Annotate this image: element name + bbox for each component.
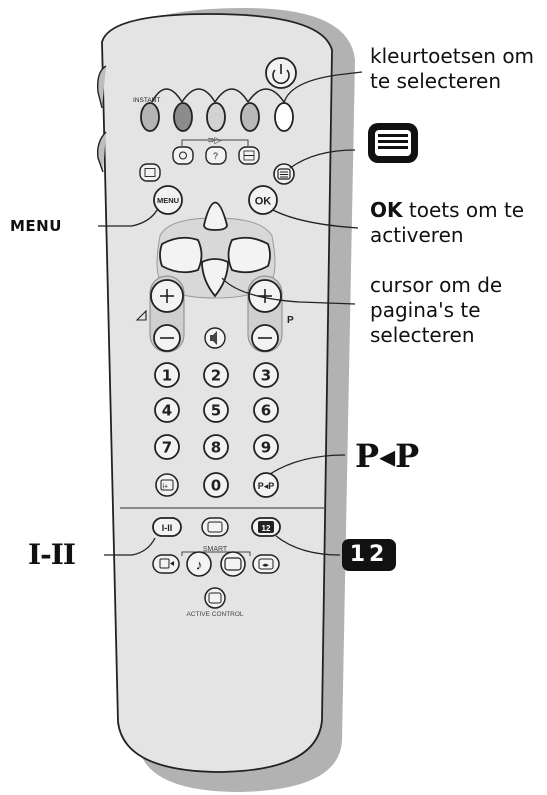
teletext-bracket: [181, 139, 249, 146]
number-key-6[interactable]: 6: [253, 397, 279, 423]
reveal-button[interactable]: ?: [205, 146, 227, 165]
teletext-icon: ⊃▷: [207, 135, 222, 145]
volume-down-button[interactable]: [153, 324, 181, 352]
mute-button[interactable]: [204, 327, 226, 349]
smart-bracket: [181, 551, 251, 556]
cursor-callout: cursor om de pagina's te selecteren: [370, 273, 503, 347]
pip-callout-line: [269, 454, 346, 475]
number-key-7[interactable]: 7: [154, 434, 180, 460]
menu-callout-line: [98, 209, 158, 227]
pip-callout: P◂P: [355, 437, 420, 475]
svg-text:i+: i+: [163, 484, 169, 491]
split-screen-button-label: 12: [262, 524, 271, 533]
number-key-label: 6: [261, 402, 271, 420]
pip-button-label: P◂P: [258, 481, 275, 491]
dual-callout: I-II: [28, 538, 76, 571]
power-icon: [272, 69, 290, 85]
active-control-button[interactable]: [204, 587, 226, 609]
menu-button-label: MENU: [157, 196, 179, 205]
number-key-label: 2: [211, 367, 221, 385]
number-key-9[interactable]: 9: [253, 434, 279, 460]
dual-button-label: I-II: [162, 523, 173, 533]
teletext-button[interactable]: [273, 163, 295, 185]
av-button[interactable]: [152, 554, 180, 574]
smart-label: SMART: [203, 546, 228, 553]
number-key-label: 3: [261, 367, 271, 385]
color-key-blue[interactable]: [240, 102, 260, 132]
info-button[interactable]: i+: [155, 473, 179, 497]
smart-picture-button[interactable]: [220, 551, 246, 577]
number-keys: 1 2 3 4 5 6 7 8 9 0: [154, 362, 279, 498]
color-keys-callout: kleurtoetsen om te selecteren: [370, 44, 535, 93]
cursor-right-button[interactable]: [227, 236, 271, 274]
side-grip-upper: [96, 65, 107, 109]
color-key-white[interactable]: [274, 102, 294, 132]
zoom-button[interactable]: ◂▸: [252, 554, 280, 574]
ok-key-callout: OK toets om te activeren: [370, 198, 545, 248]
split-screen-callout: 12: [342, 539, 396, 571]
active-control-label: ACTIVE CONTROL: [186, 611, 243, 618]
number-key-label: 8: [211, 439, 221, 457]
music-note-icon: ♪: [196, 557, 203, 573]
number-key-1[interactable]: 1: [154, 362, 180, 388]
svg-text:◂▸: ◂▸: [262, 562, 270, 569]
program-label: P: [287, 315, 294, 326]
menu-callout: MENU: [10, 217, 62, 235]
split-screen-button[interactable]: 12: [251, 517, 281, 537]
screen-format-button[interactable]: [139, 163, 161, 182]
program-up-button[interactable]: [248, 279, 282, 313]
svg-text:?: ?: [213, 151, 218, 161]
program-down-button[interactable]: [251, 324, 279, 352]
dual-button[interactable]: I-II: [152, 517, 182, 537]
volume-up-button[interactable]: [150, 279, 184, 313]
number-key-3[interactable]: 3: [253, 362, 279, 388]
color-key-green[interactable]: [173, 102, 193, 132]
hold-button[interactable]: [172, 146, 194, 165]
number-key-4[interactable]: 4: [154, 397, 180, 423]
power-button[interactable]: [265, 57, 297, 89]
menu-button[interactable]: MENU: [153, 185, 183, 215]
number-key-0[interactable]: 0: [203, 472, 229, 498]
enlarge-button[interactable]: [238, 146, 260, 165]
cursor-callout-line: [221, 277, 356, 305]
callout-lines: [98, 71, 363, 556]
mute-icon: [210, 331, 217, 345]
cursor-down-button[interactable]: [201, 258, 229, 298]
ok-key-callout-bold: OK: [370, 198, 403, 222]
ok-button-label: OK: [255, 196, 272, 208]
surround-button[interactable]: [201, 517, 229, 537]
number-key-label: 7: [162, 439, 172, 457]
volume-icon: [135, 309, 147, 321]
instant-label: INSTANT: [133, 97, 160, 104]
number-key-5[interactable]: 5: [203, 397, 229, 423]
ok-button[interactable]: OK: [248, 185, 278, 215]
color-key-red[interactable]: [140, 102, 160, 132]
ok-key-callout-text: toets om te activeren: [370, 198, 525, 247]
number-key-label: 4: [162, 402, 172, 420]
dual-callout-line: [104, 537, 156, 556]
instant-arcs: [151, 88, 285, 103]
cursor-up-button[interactable]: [203, 201, 228, 231]
number-key-label: 9: [261, 439, 271, 457]
teletext-callout-line: [289, 149, 356, 169]
teletext-icon-large: [368, 123, 418, 163]
pip-button[interactable]: P◂P: [253, 472, 279, 498]
number-key-label: 1: [162, 367, 172, 385]
number-key-8[interactable]: 8: [203, 434, 229, 460]
color-keys-callout-line: [283, 71, 363, 104]
split-callout-line: [275, 535, 341, 556]
number-key-label: 0: [211, 477, 221, 495]
number-key-2[interactable]: 2: [203, 362, 229, 388]
ok-callout-line: [272, 209, 359, 229]
number-key-label: 5: [211, 402, 221, 420]
side-grip-lower: [96, 131, 107, 173]
cursor-left-button[interactable]: [159, 236, 203, 274]
smart-sound-button[interactable]: ♪: [186, 551, 212, 577]
color-key-yellow[interactable]: [206, 102, 226, 132]
